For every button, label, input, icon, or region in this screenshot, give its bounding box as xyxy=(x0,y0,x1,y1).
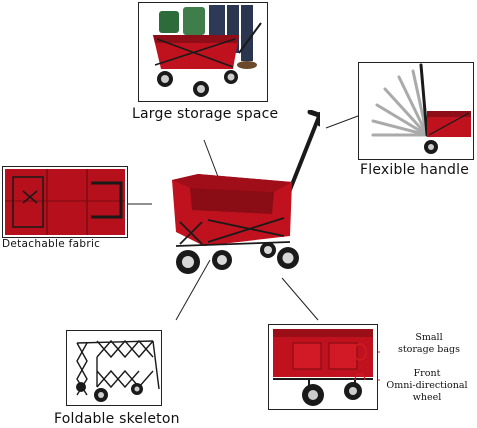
label-skeleton: Foldable skeleton xyxy=(54,411,180,427)
bags-photo-frame xyxy=(268,324,378,410)
storage-photo xyxy=(153,5,262,97)
label-bags: Small storage bags xyxy=(397,332,461,355)
line-handle xyxy=(325,115,359,129)
skeleton-photo xyxy=(76,339,160,402)
handle-photo-frame xyxy=(358,62,474,160)
handle-photo xyxy=(371,63,471,154)
label-fabric: Detachable fabric xyxy=(2,238,101,250)
storage-photo-frame xyxy=(138,2,268,102)
line-storage xyxy=(203,139,221,183)
label-storage: Large storage space xyxy=(132,106,279,122)
skeleton-photo-frame xyxy=(66,330,162,406)
label-handle: Flexible handle xyxy=(360,162,470,178)
fabric-photo xyxy=(5,169,125,235)
line-skeleton xyxy=(175,259,211,321)
callout-markers xyxy=(354,343,367,380)
line-wheel xyxy=(281,277,319,321)
main-wagon xyxy=(172,110,320,274)
label-wheel: Front Omni-directional wheel xyxy=(386,368,468,403)
fabric-photo-frame xyxy=(2,166,128,238)
bags-photo xyxy=(273,329,373,406)
